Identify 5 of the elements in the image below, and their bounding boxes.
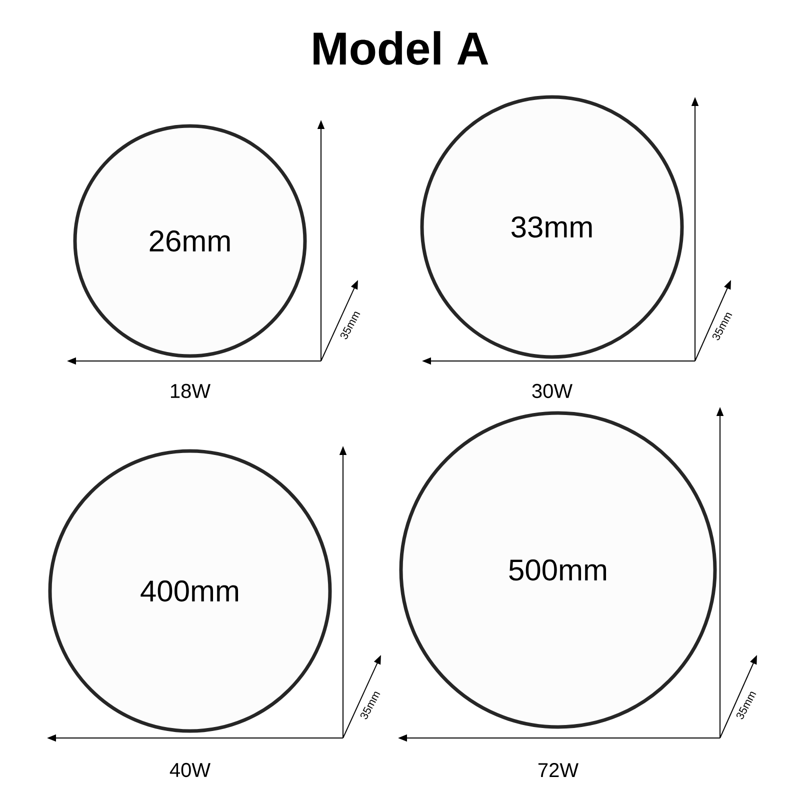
title: Model A — [314, 31, 488, 65]
wattage-label: 30W — [532, 384, 572, 398]
wattage-label: 40W — [170, 762, 210, 778]
wattage-label: 72W — [538, 763, 578, 777]
wattage-label: 18W — [170, 384, 210, 398]
